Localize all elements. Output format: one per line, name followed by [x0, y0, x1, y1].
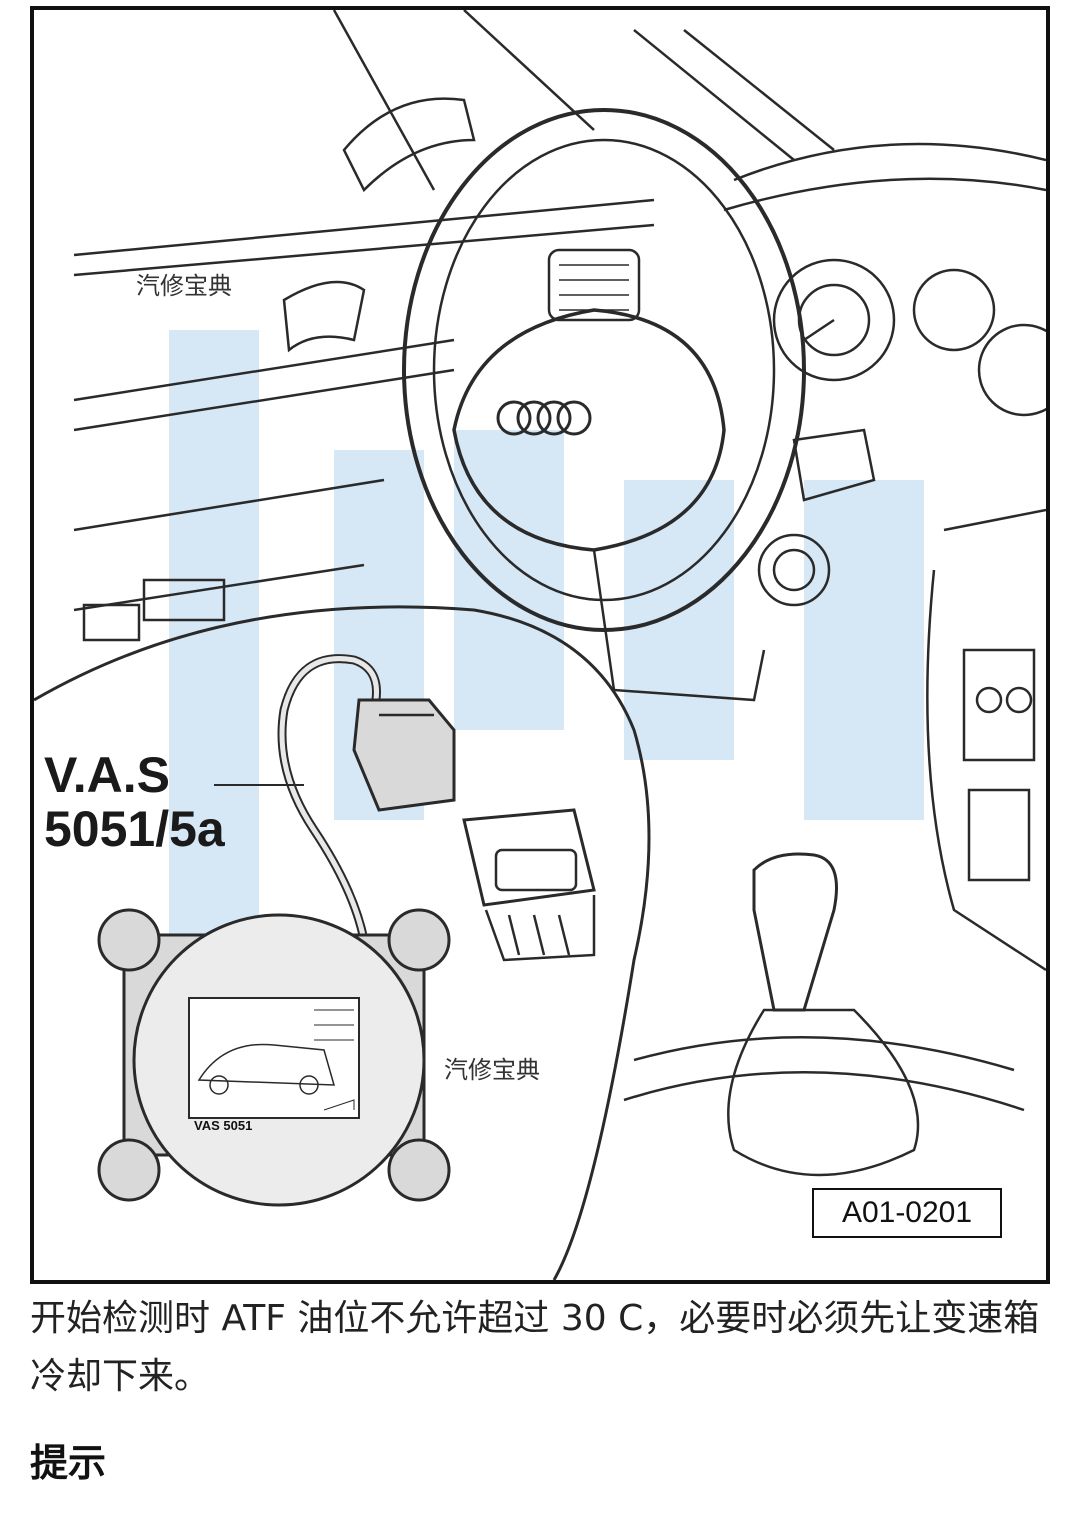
device-screen-caption: VAS 5051	[194, 1118, 253, 1133]
dashboard-diagram	[34, 10, 1046, 1280]
illustration-figure: V.A.S 5051/5a VAS 5051 汽修宝典 汽修宝典 A01-020…	[30, 6, 1050, 1284]
brand-rings-icon	[496, 400, 592, 436]
tool-label-line2: 5051/5a	[44, 801, 225, 857]
tool-label: V.A.S 5051/5a	[44, 748, 225, 856]
section-heading: 提示	[30, 1441, 107, 1485]
tool-label-line1: V.A.S	[44, 747, 171, 803]
body-paragraph: 开始检测时 ATF 油位不允许超过 30 C，必要时必须先让变速箱冷却下来。	[30, 1298, 1040, 1397]
watermark-graphic	[169, 330, 924, 950]
watermark-text-middle: 汽修宝典	[444, 1056, 540, 1084]
vas-device-graphic	[97, 908, 451, 1207]
figure-code-box: A01-0201	[812, 1188, 1002, 1238]
watermark-text-top: 汽修宝典	[136, 272, 232, 300]
